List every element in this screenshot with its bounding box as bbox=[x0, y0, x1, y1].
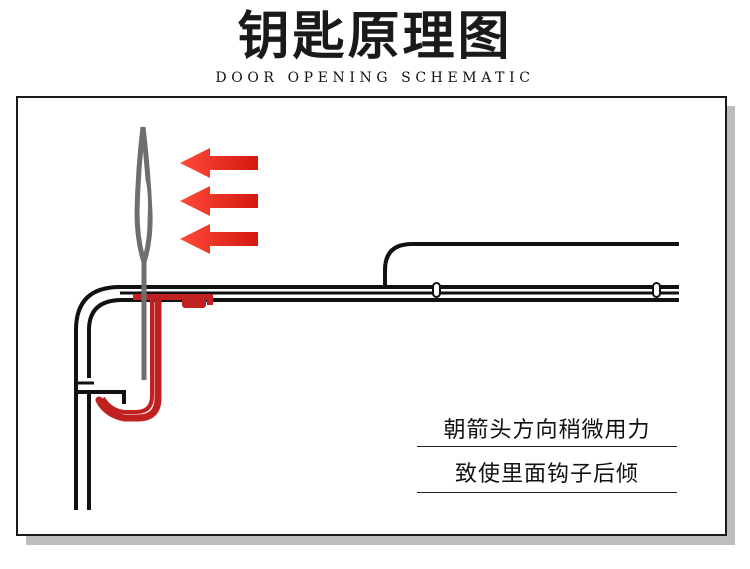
caption-line-2: 致使里面钩子后倾 bbox=[454, 462, 639, 487]
caption-divider bbox=[417, 492, 677, 493]
door-leaf bbox=[383, 242, 679, 287]
key-tool bbox=[134, 126, 153, 380]
caption-divider bbox=[417, 446, 677, 447]
frame-pin-icon bbox=[432, 282, 661, 298]
diagram-title: 钥匙原理图 bbox=[237, 7, 513, 67]
caption-line-1: 朝箭头方向稍微用力 bbox=[443, 418, 651, 443]
latch-hook bbox=[95, 294, 213, 422]
door-frame bbox=[74, 285, 679, 510]
diagram-panel bbox=[16, 96, 727, 536]
push-arrows bbox=[180, 148, 258, 254]
arrow-left-icon bbox=[180, 186, 258, 216]
arrow-left-icon bbox=[180, 224, 258, 254]
arrow-left-icon bbox=[180, 148, 258, 178]
diagram-subtitle: DOOR OPENING SCHEMATIC bbox=[215, 70, 535, 86]
